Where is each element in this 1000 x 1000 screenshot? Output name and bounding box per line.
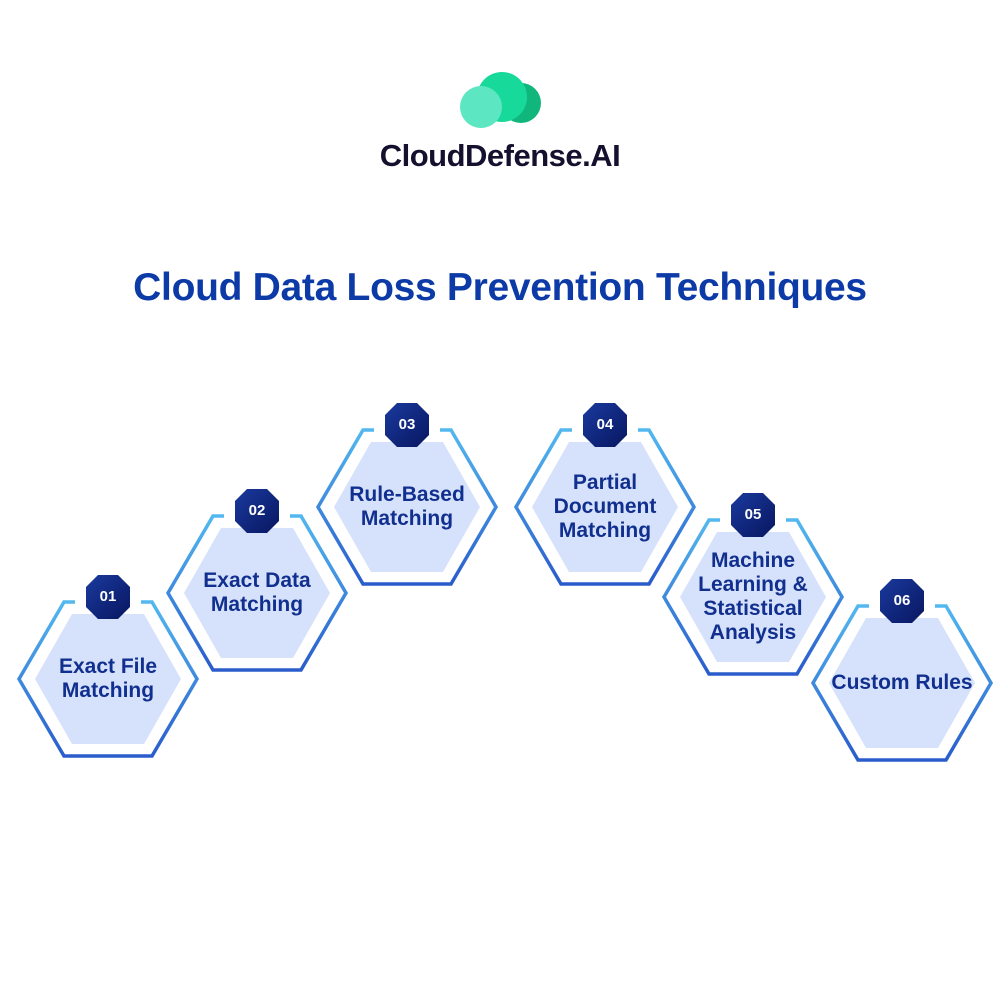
- technique-card-6: 06 Custom Rules: [810, 579, 994, 762]
- technique-label: Machine Learning & Statistical Analysis: [698, 549, 808, 644]
- clouddefense-logo-icon: [460, 72, 541, 128]
- technique-card-4: 04 Partial Document Matching: [513, 403, 697, 586]
- badge-number: 01: [99, 588, 117, 605]
- number-badge: 03: [383, 401, 431, 449]
- technique-label: Rule-Based Matching: [349, 483, 465, 530]
- technique-label: Partial Document Matching: [553, 471, 657, 542]
- number-badge: 01: [84, 573, 132, 621]
- number-badge: 06: [878, 577, 926, 625]
- number-badge: 02: [233, 487, 281, 535]
- technique-card-5: 05 Machine Learning & Statistical Analys…: [661, 493, 845, 676]
- brand-name: CloudDefense.AI: [379, 138, 621, 173]
- technique-label: Custom Rules: [831, 671, 973, 694]
- technique-label: Exact File Matching: [58, 655, 158, 702]
- badge-number: 03: [398, 416, 416, 433]
- technique-card-3: 03 Rule-Based Matching: [315, 403, 499, 586]
- number-badge: 04: [581, 401, 629, 449]
- badge-number: 02: [248, 502, 266, 519]
- badge-number: 06: [893, 592, 911, 609]
- technique-card-1: 01 Exact File Matching: [16, 575, 200, 758]
- technique-label: Exact Data Matching: [203, 569, 311, 616]
- badge-number: 05: [744, 506, 762, 523]
- number-badge: 05: [729, 491, 777, 539]
- page-title: Cloud Data Loss Prevention Techniques: [133, 266, 867, 309]
- technique-card-2: 02 Exact Data Matching: [165, 489, 349, 672]
- badge-number: 04: [596, 416, 614, 433]
